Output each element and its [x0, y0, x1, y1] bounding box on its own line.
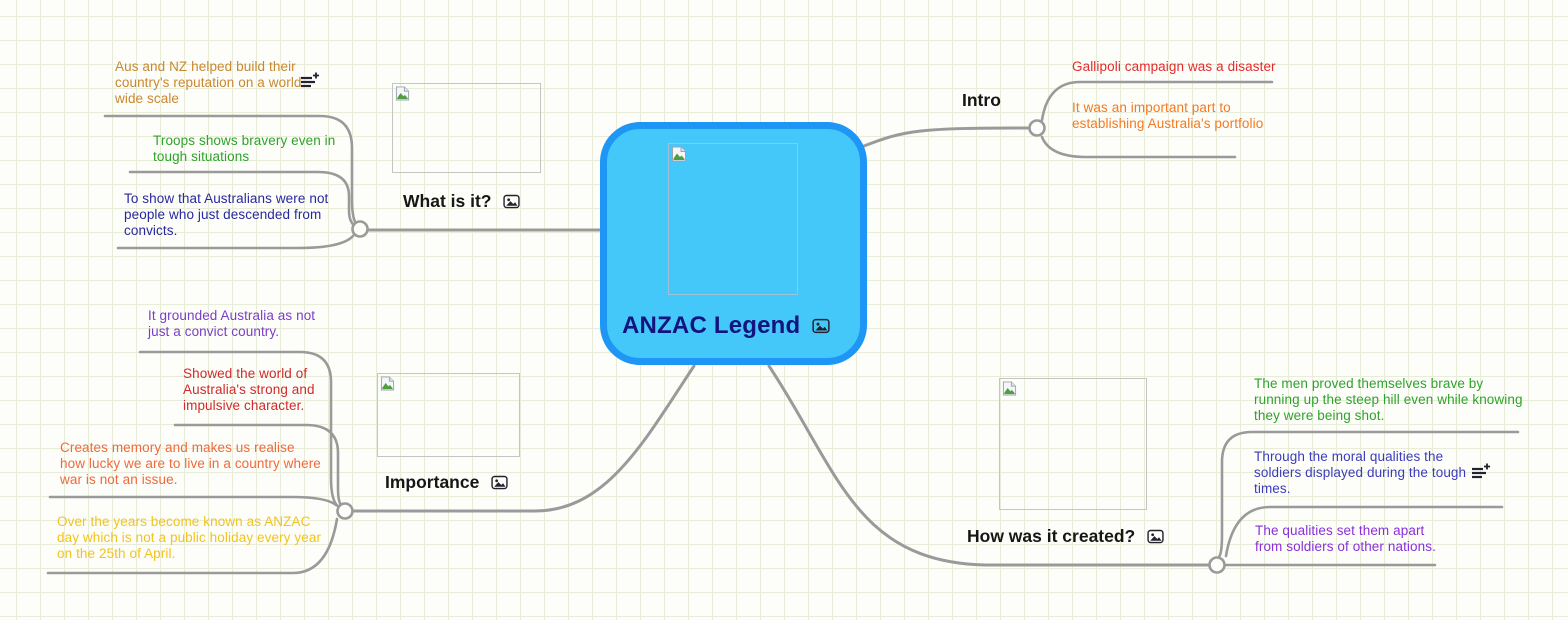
importance-image-placeholder[interactable] — [377, 373, 520, 457]
whatisit-image-placeholder[interactable] — [392, 83, 541, 173]
branch-note[interactable]: Through the moral qualities the soldiers… — [1254, 449, 1467, 497]
branch-label-text: What is it? — [403, 191, 492, 211]
branch-note[interactable]: Creates memory and makes us realise how … — [60, 440, 321, 488]
branch-note[interactable]: The qualities set them apart from soldie… — [1255, 523, 1436, 555]
image-icon[interactable] — [503, 194, 521, 209]
image-icon[interactable] — [491, 475, 508, 490]
broken-image-icon — [1002, 381, 1017, 401]
branch-note[interactable]: It was an important part to establishing… — [1072, 100, 1264, 132]
branch-note[interactable]: Over the years become known as ANZAC day… — [57, 514, 322, 562]
branch-label-whatisit[interactable]: What is it? — [403, 191, 521, 212]
branch-note[interactable]: Troops shows bravery even in tough situa… — [153, 133, 336, 165]
list-plus-icon[interactable] — [1470, 462, 1491, 487]
branch-label-intro[interactable]: Intro — [962, 90, 1001, 111]
broken-image-icon — [380, 376, 395, 396]
image-icon[interactable] — [1147, 529, 1164, 544]
branch-note[interactable]: It grounded Australia as not just a conv… — [148, 308, 316, 340]
branch-note[interactable]: The men proved themselves brave by runni… — [1254, 376, 1523, 424]
connector-intro-2 — [1040, 135, 1237, 159]
broken-image-icon — [671, 146, 687, 167]
junction-importance — [336, 502, 354, 520]
broken-image-icon — [395, 86, 410, 106]
connector-importance-3 — [48, 495, 338, 507]
howcreated-image-placeholder[interactable] — [999, 378, 1147, 510]
junction-intro — [1028, 119, 1046, 137]
branch-note[interactable]: To show that Australians were not people… — [124, 191, 329, 239]
connector-root-intro — [862, 126, 1030, 148]
root-image-placeholder[interactable] — [668, 143, 798, 295]
branch-label-text: How was it created? — [967, 526, 1136, 546]
junction-howcreated — [1208, 556, 1226, 574]
branch-label-text: Intro — [962, 90, 1001, 110]
root-node[interactable]: ANZAC Legend — [600, 122, 867, 365]
branch-note[interactable]: Gallipoli campaign was a disaster — [1072, 59, 1276, 74]
image-icon[interactable] — [812, 318, 831, 334]
list-plus-icon[interactable] — [299, 71, 320, 96]
branch-note[interactable]: Showed the world of Australia's strong a… — [183, 366, 315, 414]
junction-whatisit — [351, 220, 369, 238]
root-title: ANZAC Legend — [622, 312, 801, 339]
branch-note[interactable]: Aus and NZ helped build their country's … — [115, 59, 302, 107]
branch-label-importance[interactable]: Importance — [385, 472, 508, 493]
branch-label-text: Importance — [385, 472, 480, 492]
branch-label-howcreated[interactable]: How was it created? — [967, 526, 1164, 547]
